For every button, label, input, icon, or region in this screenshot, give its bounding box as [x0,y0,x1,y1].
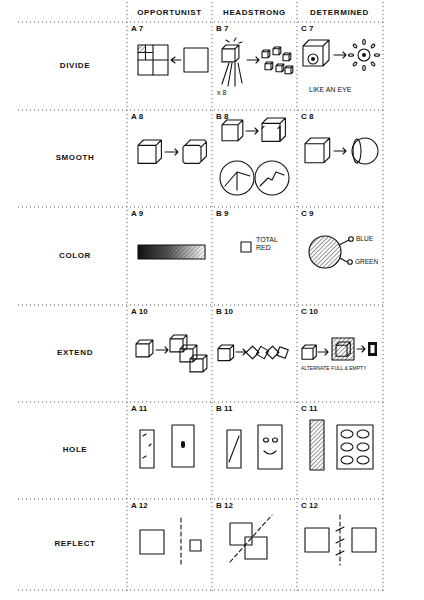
row-label: REFLECT [54,540,95,549]
stairs-sketch [136,335,207,372]
alternate-sketch [302,338,377,360]
reflect-sketch [140,518,201,565]
smooth-sketch [138,140,206,163]
divide-sketch [138,45,208,75]
row-label: HOLE [63,446,88,455]
color-name: GREEN [355,258,378,265]
column-header: HEADSTRONG [223,9,286,18]
cell-code: C 9 [301,210,313,219]
color-circle [309,236,353,268]
color-name: BLUE [356,235,373,242]
gradient-bar [138,245,205,259]
cell-code: B 7 [216,25,228,34]
cell-code: A 12 [131,502,148,511]
annotation: x 8 [217,89,226,97]
column-header: DETERMINED [310,9,369,18]
cell-code: A 8 [131,113,143,122]
hole-sketch [140,425,194,468]
cell-code: C 12 [301,502,318,511]
annotation: TOTAL RED [256,236,282,251]
explode-sketch [222,38,293,86]
bevel-sketch [220,118,289,195]
face-sketch [227,425,282,469]
cell-code: B 11 [216,405,232,414]
cell-code: B 12 [216,502,233,511]
column-header: OPPORTUNIST [137,9,201,18]
chain-sketch [218,345,288,361]
mirror-sketch [305,515,376,565]
overlap-sketch [230,515,272,562]
cell-code: B 10 [216,308,233,317]
cell-code: B 9 [216,210,228,219]
row-label: COLOR [59,252,91,261]
cell-code: A 7 [131,25,143,34]
cell-code: C 10 [301,308,318,317]
cell-code: A 10 [131,308,148,317]
holes-sketch [310,420,373,470]
cell-code: C 8 [301,113,313,122]
cell-code: C 7 [301,25,313,34]
annotation: ALTERNATE FULL & EMPTY [301,366,366,372]
row-label: SMOOTH [56,154,95,163]
red-square [241,242,251,252]
cell-code: B 8 [216,113,228,122]
annotation: LIKE AN EYE [309,86,351,94]
grid-lines [18,2,384,592]
cell-code: A 9 [131,210,143,219]
cell-code: A 11 [131,405,147,414]
cell-code: C 11 [301,405,317,414]
round-sketch [305,138,378,164]
row-label: EXTEND [57,349,93,358]
row-label: DIVIDE [60,62,90,71]
eye-sketch [303,40,380,71]
